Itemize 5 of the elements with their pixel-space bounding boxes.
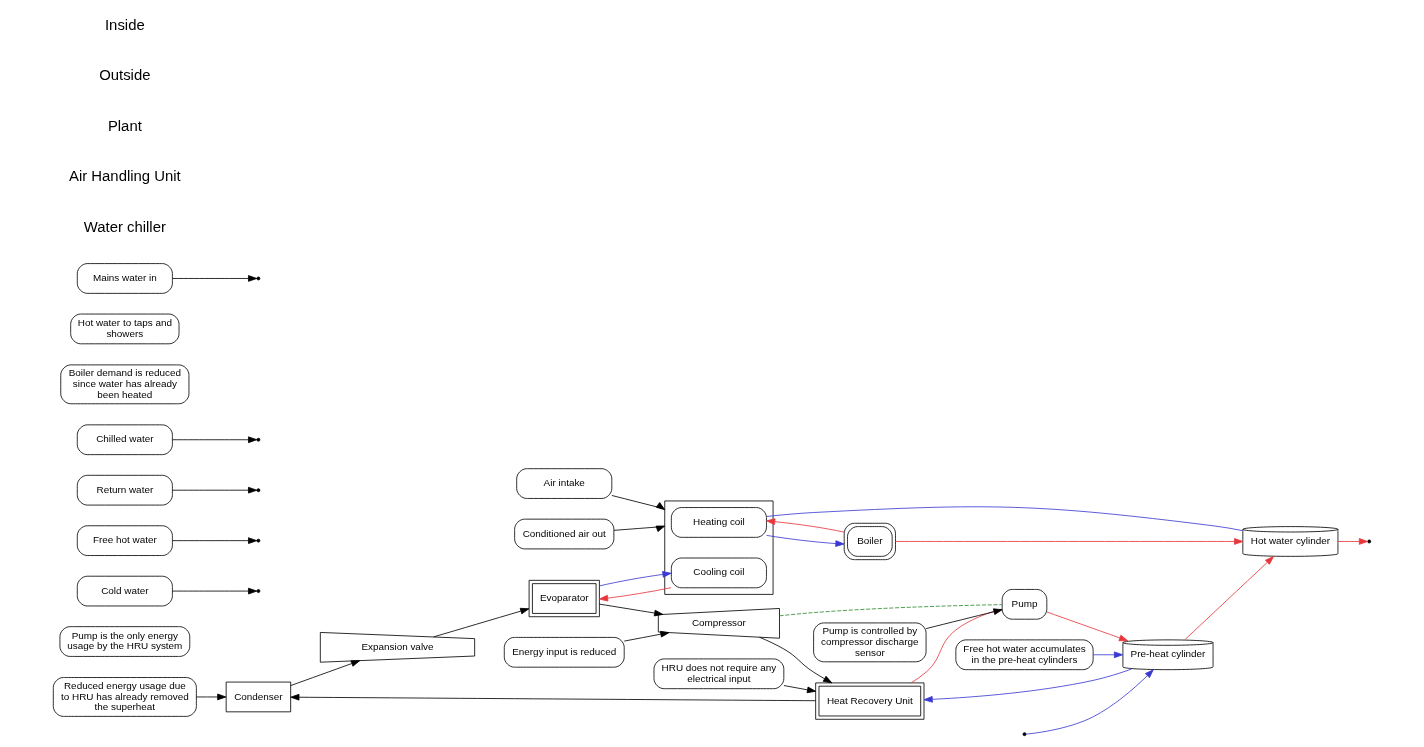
label: Inside xyxy=(105,16,145,33)
label: Plant xyxy=(107,117,142,134)
label: Water chiller xyxy=(83,218,166,235)
label: Outside xyxy=(99,67,151,84)
label: Air Handling Unit xyxy=(69,168,181,185)
